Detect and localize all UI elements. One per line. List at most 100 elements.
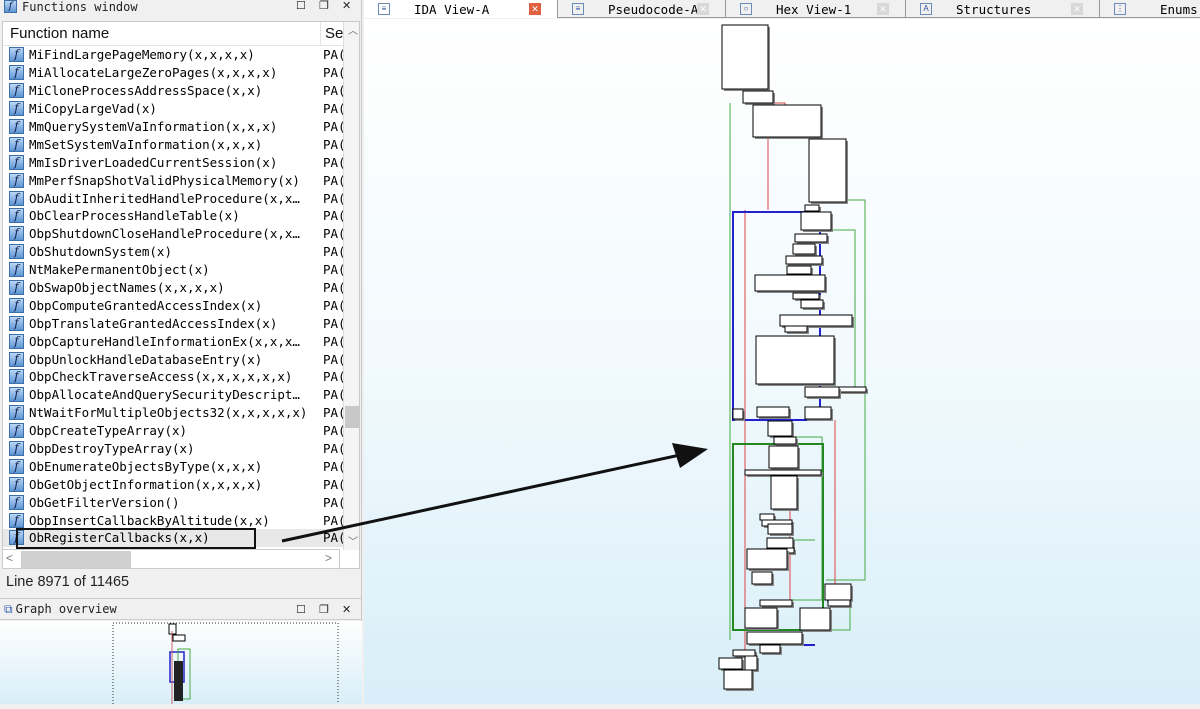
graph-node: [824, 583, 852, 601]
graph-node: [732, 649, 756, 657]
tab-enums[interactable]: ⋮Enums: [1100, 0, 1200, 18]
graph-node: [767, 523, 793, 535]
graph-node: [752, 104, 822, 138]
close-tab-icon[interactable]: ✕: [529, 3, 541, 15]
scroll-right-icon[interactable]: >: [325, 551, 333, 565]
function-name: ObpComputeGrantedAccessIndex(x): [29, 297, 263, 313]
column-function-name[interactable]: Function name: [3, 22, 321, 45]
function-segment: PA(: [323, 244, 346, 260]
horizontal-scrollbar[interactable]: < >: [2, 549, 340, 569]
graph-edge: [770, 599, 851, 631]
tab-pseudocode-a[interactable]: ≡Pseudocode-A✕: [558, 0, 726, 18]
function-icon: f: [9, 262, 24, 278]
maximize-icon[interactable]: ☐: [296, 604, 306, 616]
function-icon: f: [4, 0, 17, 13]
float-icon[interactable]: ❐: [319, 0, 329, 12]
tab-ida-view-a[interactable]: ≡IDA View-A✕: [364, 0, 558, 18]
graph-node: [767, 420, 793, 437]
function-icon: f: [9, 405, 24, 421]
function-icon: f: [9, 512, 24, 528]
tab-hex-view-1[interactable]: ○Hex View-1✕: [726, 0, 906, 18]
function-name: MiCopyLargeVad(x): [29, 101, 157, 117]
ida-graph-view[interactable]: [364, 19, 1200, 704]
function-icon: f: [9, 315, 24, 331]
graph-node: [792, 292, 820, 300]
graph-node: [732, 408, 744, 420]
list-header: Function name Se: [3, 22, 359, 46]
hex-icon: ○: [740, 3, 752, 15]
graph-node: [786, 265, 812, 275]
function-name: NtWaitForMultipleObjects32(x,x,x,x,x): [29, 405, 308, 421]
structure-icon: A: [920, 3, 932, 15]
function-segment: PA(: [323, 351, 346, 367]
close-icon[interactable]: ✕: [342, 604, 352, 616]
graph-overview-canvas[interactable]: [0, 621, 362, 709]
function-name: MmPerfSnapShotValidPhysicalMemory(x): [29, 172, 300, 188]
function-name: MmQuerySystemVaInformation(x,x,x): [29, 119, 278, 134]
function-icon: f: [9, 280, 24, 296]
function-icon: f: [9, 65, 24, 81]
function-name: ObpInsertCallbackByAltitude(x,x): [29, 512, 270, 528]
float-icon[interactable]: ❐: [319, 604, 329, 616]
vertical-scrollbar[interactable]: ︿ ﹀: [343, 22, 359, 550]
column-segment[interactable]: Se: [325, 25, 344, 42]
scroll-down-icon[interactable]: ﹀: [348, 537, 358, 548]
graph-overview-titlebar: ⧉ Graph overview ☐ ❐ ✕: [0, 598, 362, 620]
graph-node: [800, 211, 832, 231]
close-tab-icon[interactable]: ✕: [697, 3, 709, 15]
graph-node: [759, 513, 775, 521]
function-icon: f: [9, 83, 24, 99]
graph-edge: [732, 444, 740, 631]
close-tab-icon[interactable]: ✕: [877, 3, 889, 15]
function-segment: PA(: [323, 65, 346, 81]
function-segment: PA(: [323, 369, 346, 385]
close-icon[interactable]: ✕: [342, 0, 352, 12]
tab-label: IDA View-A: [414, 1, 490, 17]
graph-node: [759, 599, 793, 607]
graph-node: [721, 24, 769, 90]
function-icon: f: [9, 333, 24, 349]
scrollbar-thumb[interactable]: [345, 406, 359, 428]
scroll-up-icon[interactable]: ︿: [348, 26, 358, 37]
function-icon: f: [9, 244, 24, 260]
close-tab-icon[interactable]: ✕: [1071, 3, 1083, 15]
graph-node: [785, 255, 823, 265]
graph-node: [800, 299, 824, 309]
graph-edge: [732, 212, 745, 421]
function-icon: f: [9, 101, 24, 117]
scroll-left-icon[interactable]: <: [6, 551, 14, 565]
function-name: ObpAllocateAndQuerySecurityDescript…: [29, 387, 300, 403]
maximize-icon[interactable]: ☐: [296, 0, 306, 12]
scrollbar-thumb[interactable]: [21, 551, 131, 568]
